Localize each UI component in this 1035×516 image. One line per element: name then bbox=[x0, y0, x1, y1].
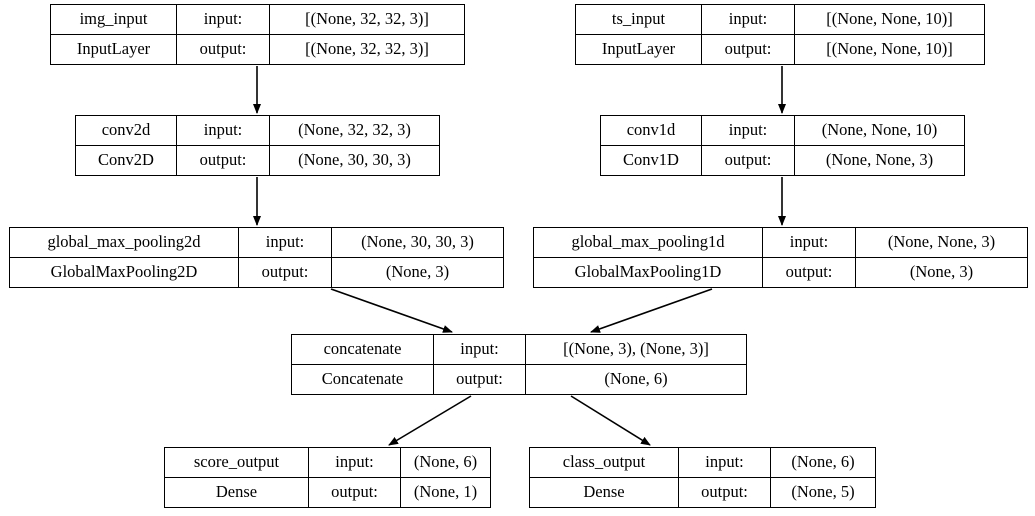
layer-class-name: Dense bbox=[583, 482, 625, 501]
node-row-input: class_output input:(None, 6) bbox=[530, 448, 875, 478]
layer-name: class_output bbox=[562, 452, 646, 471]
node-row-output: GlobalMaxPooling2D output:(None, 3) bbox=[10, 257, 503, 287]
layer-node-class_output[interactable]: class_output input:(None, 6) Dense output:(… bbox=[529, 447, 876, 508]
node-row-output: Conv2D output:(None, 30, 30, 3) bbox=[76, 145, 439, 175]
node-row-input: global_max_pooling2d input:(None, 30, 30,… bbox=[10, 228, 503, 258]
output-shape: (None, 6) bbox=[525, 364, 746, 394]
layer-class-name: GlobalMaxPooling2D bbox=[50, 262, 198, 281]
input-label: input: bbox=[308, 448, 400, 477]
node-row-input: img_input input:[(None, 32, 32, 3)] bbox=[51, 5, 464, 35]
layer-name: conv2d bbox=[101, 120, 151, 139]
layer-class-name: InputLayer bbox=[601, 39, 676, 58]
layer-class-name: Concatenate bbox=[321, 369, 404, 388]
output-shape: (None, None, 3) bbox=[794, 145, 964, 175]
input-label: input: bbox=[433, 335, 525, 364]
input-shape: (None, None, 3) bbox=[855, 228, 1027, 257]
node-row-output: InputLayer output:[(None, 32, 32, 3)] bbox=[51, 34, 464, 64]
layer-name: img_input bbox=[79, 9, 148, 28]
output-label: output: bbox=[762, 257, 855, 287]
layer-name: score_output bbox=[193, 452, 280, 471]
output-shape: (None, 5) bbox=[770, 477, 875, 507]
output-label: output: bbox=[176, 34, 269, 64]
edge-global_max_pooling1d-to-concatenate bbox=[590, 288, 713, 333]
layer-class-name: Conv1D bbox=[623, 150, 679, 169]
input-label: input: bbox=[176, 116, 269, 145]
input-label: input: bbox=[701, 5, 794, 34]
output-shape: (None, 1) bbox=[400, 477, 490, 507]
layer-name: conv1d bbox=[626, 120, 676, 139]
input-label: input: bbox=[678, 448, 770, 477]
output-shape: (None, 3) bbox=[855, 257, 1027, 287]
layer-name: global_max_pooling2d bbox=[47, 232, 201, 251]
output-shape: [(None, 32, 32, 3)] bbox=[269, 34, 464, 64]
edge-concatenate-to-class_output bbox=[570, 395, 651, 446]
edge-global_max_pooling2d-to-concatenate bbox=[330, 288, 453, 333]
output-label: output: bbox=[176, 145, 269, 175]
node-row-input: concatenate input:[(None, 3), (None, 3)] bbox=[292, 335, 746, 365]
layer-class-name: Conv2D bbox=[98, 150, 154, 169]
node-row-output: Conv1D output:(None, None, 3) bbox=[601, 145, 964, 175]
layer-node-score_output[interactable]: score_output input:(None, 6) Dense output:(… bbox=[164, 447, 491, 508]
output-label: output: bbox=[678, 477, 770, 507]
edge-concatenate-to-score_output bbox=[388, 395, 472, 446]
node-row-input: ts_input input:[(None, None, 10)] bbox=[576, 5, 984, 35]
output-label: output: bbox=[433, 364, 525, 394]
node-row-output: GlobalMaxPooling1D output:(None, 3) bbox=[534, 257, 1027, 287]
input-shape: (None, 6) bbox=[400, 448, 490, 477]
output-shape: (None, 3) bbox=[331, 257, 503, 287]
input-label: input: bbox=[701, 116, 794, 145]
node-row-input: score_output input:(None, 6) bbox=[165, 448, 490, 478]
node-row-input: conv2d input:(None, 32, 32, 3) bbox=[76, 116, 439, 146]
layer-class-name: InputLayer bbox=[76, 39, 151, 58]
layer-class-name: GlobalMaxPooling1D bbox=[574, 262, 722, 281]
input-shape: [(None, 32, 32, 3)] bbox=[269, 5, 464, 34]
layer-name: concatenate bbox=[323, 339, 402, 358]
layer-node-global_max_pooling1d[interactable]: global_max_pooling1d input:(None, None, 3… bbox=[533, 227, 1028, 288]
node-row-input: global_max_pooling1d input:(None, None, 3… bbox=[534, 228, 1027, 258]
layer-name: global_max_pooling1d bbox=[571, 232, 725, 251]
output-label: output: bbox=[238, 257, 331, 287]
output-label: output: bbox=[308, 477, 400, 507]
layer-class-name: Dense bbox=[215, 482, 258, 501]
input-shape: (None, 30, 30, 3) bbox=[331, 228, 503, 257]
output-shape: [(None, None, 10)] bbox=[794, 34, 984, 64]
output-shape: (None, 30, 30, 3) bbox=[269, 145, 439, 175]
layer-node-conv1d[interactable]: conv1d input:(None, None, 10) Conv1D output… bbox=[600, 115, 965, 176]
input-shape: [(None, 3), (None, 3)] bbox=[525, 335, 746, 364]
output-label: output: bbox=[701, 34, 794, 64]
input-shape: (None, None, 10) bbox=[794, 116, 964, 145]
layer-node-conv2d[interactable]: conv2d input:(None, 32, 32, 3) Conv2D outpu… bbox=[75, 115, 440, 176]
node-row-input: conv1d input:(None, None, 10) bbox=[601, 116, 964, 146]
input-label: input: bbox=[238, 228, 331, 257]
node-row-output: Dense output:(None, 1) bbox=[165, 477, 490, 507]
input-shape: [(None, None, 10)] bbox=[794, 5, 984, 34]
layer-node-global_max_pooling2d[interactable]: global_max_pooling2d input:(None, 30, 30,… bbox=[9, 227, 504, 288]
node-row-output: Dense output:(None, 5) bbox=[530, 477, 875, 507]
node-row-output: Concatenate output:(None, 6) bbox=[292, 364, 746, 394]
layer-name: ts_input bbox=[611, 9, 666, 28]
input-label: input: bbox=[762, 228, 855, 257]
node-row-output: InputLayer output:[(None, None, 10)] bbox=[576, 34, 984, 64]
input-shape: (None, 6) bbox=[770, 448, 875, 477]
output-label: output: bbox=[701, 145, 794, 175]
input-label: input: bbox=[176, 5, 269, 34]
input-shape: (None, 32, 32, 3) bbox=[269, 116, 439, 145]
